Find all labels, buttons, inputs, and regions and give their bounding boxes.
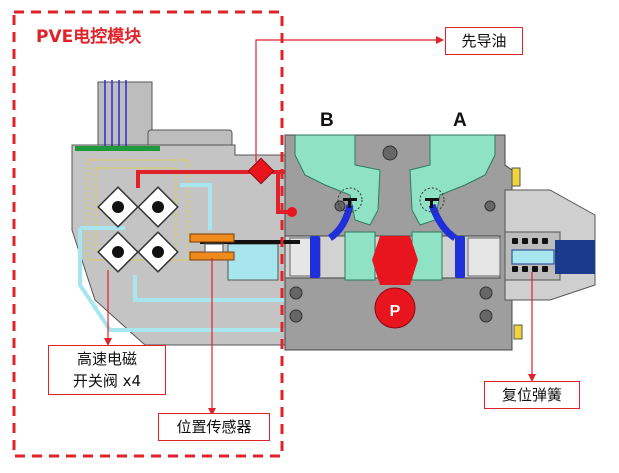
label-position-sensor: 位置传感器: [158, 413, 270, 441]
callout-arrowheads: [104, 36, 536, 416]
label-solenoid-line2: 开关阀 x4: [72, 372, 142, 390]
pilot-filter: [247, 157, 275, 185]
label-pilot-oil: 先导油: [445, 27, 523, 55]
pump-port: [374, 287, 416, 329]
spring-cap: [555, 240, 595, 274]
port-a-label: A: [453, 110, 467, 131]
circuit-board: [75, 146, 160, 151]
module-title: PVE电控模块: [36, 27, 142, 47]
spring-coils: [512, 238, 548, 272]
pilot-port: [287, 207, 297, 217]
electrical-wires: [104, 80, 127, 148]
position-sensor-assembly: [189, 233, 300, 281]
callout-arrows: [107, 39, 533, 412]
solenoid-valves: [97, 186, 179, 273]
port-b-label: B: [320, 110, 334, 131]
port-p-label: P: [390, 303, 401, 320]
spring-housing: [504, 167, 596, 340]
label-solenoid-line1: 高速电磁: [76, 350, 137, 368]
label-solenoid-valves: 高速电磁 开关阀 x4: [48, 345, 166, 395]
port-b-chamber: [294, 134, 381, 226]
label-return-spring: 复位弹簧: [484, 381, 580, 409]
